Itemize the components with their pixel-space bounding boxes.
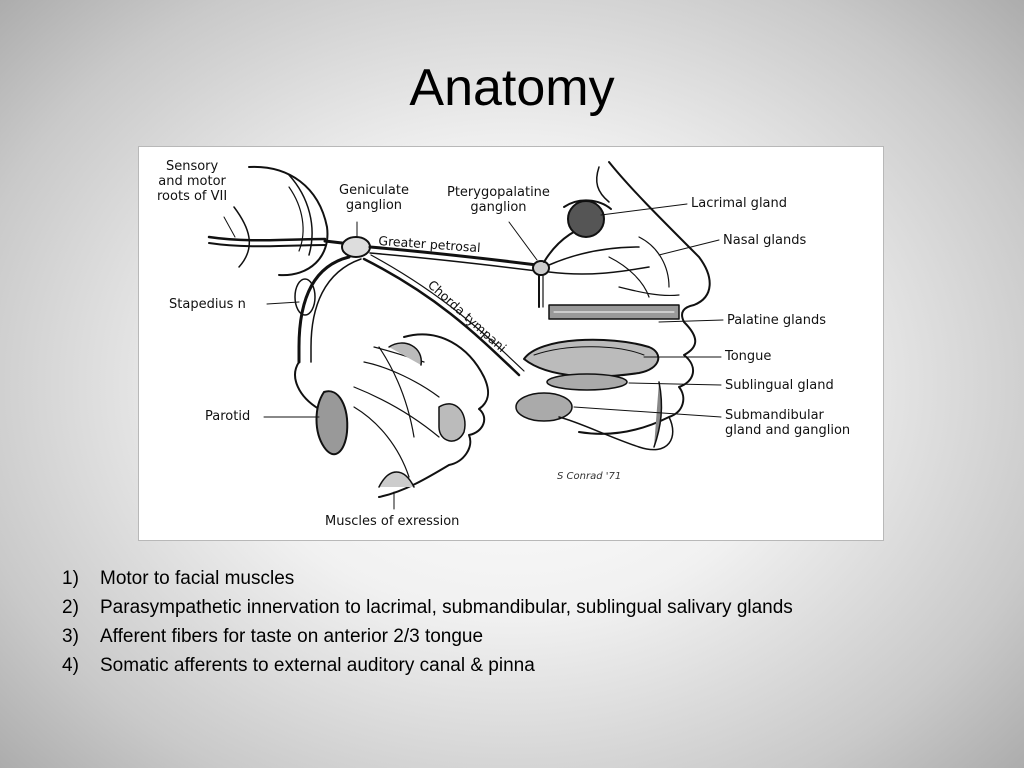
label-lacrimal-gland: Lacrimal gland [691,196,788,211]
leader-sublingual [628,382,722,386]
list-item-text: Afferent fibers for taste on anterior 2/… [100,626,484,647]
leader-nasal [658,239,720,256]
list-item: 2) Parasympathetic innervation to lacrim… [62,596,793,625]
list-item-number: 1) [62,568,79,589]
list-item-text: Motor to facial muscles [100,568,295,589]
leader-pterygopalatine [508,221,538,261]
list-item-text: Somatic afferents to external auditory c… [100,655,535,676]
list-item: 3) Afferent fibers for taste on anterior… [62,625,793,654]
label-muscles-expression: Muscles of exression [325,514,460,529]
small-face [378,333,490,498]
leader-submandibular [573,406,722,418]
list-item-number: 4) [62,655,79,676]
label-parotid: Parotid [205,409,251,424]
tongue-shape [523,338,660,378]
facial-canal [297,255,351,364]
label-pterygopalatine-ganglion: Pterygopalatine ganglion [447,185,550,215]
pterygopalatine-ganglion-shape [532,260,550,276]
list-item-text: Parasympathetic innervation to lacrimal,… [100,597,793,618]
leader-roots [223,216,236,238]
label-palatine-glands: Palatine glands [727,313,826,328]
label-nasal-glands: Nasal glands [723,233,807,248]
artist-signature: S Conrad '71 [557,471,622,482]
label-submandibular: Submandibular gland and ganglion [725,408,851,438]
label-sublingual-gland: Sublingual gland [725,378,834,393]
diagram-drawing [207,161,724,510]
chorda-tympani-nerve [362,257,521,377]
nerve-roots [207,235,327,242]
parotid-shape [315,390,349,456]
key-points-list: 1) Motor to facial muscles 2) Parasympat… [62,567,793,683]
leader-palatine [658,319,724,323]
list-item-number: 2) [62,597,79,618]
greater-petrosal-nerve [368,245,539,267]
label-stapedius-n: Stapedius n [169,297,246,312]
jaw [558,416,674,451]
slide-title: Anatomy [409,59,615,117]
brainstem-shape [248,165,329,277]
eye [567,200,605,238]
list-item-number: 3) [62,626,79,647]
geniculate-ganglion-shape [341,236,371,258]
sublingual-gland-shape [546,373,628,391]
label-geniculate-ganglion: Geniculate ganglion [339,183,409,213]
submandibular-gland-shape [515,392,573,422]
label-tongue: Tongue [725,349,772,364]
facial-nerve-diagram: Sensory and motor roots of VII Geniculat… [138,146,884,541]
list-item: 4) Somatic afferents to external auditor… [62,654,793,683]
list-item: 1) Motor to facial muscles [62,567,793,596]
label-sensory-motor-roots: Sensory and motor roots of VII [157,159,228,204]
leader-lacrimal [600,203,688,216]
leader-stapedius [266,301,300,305]
